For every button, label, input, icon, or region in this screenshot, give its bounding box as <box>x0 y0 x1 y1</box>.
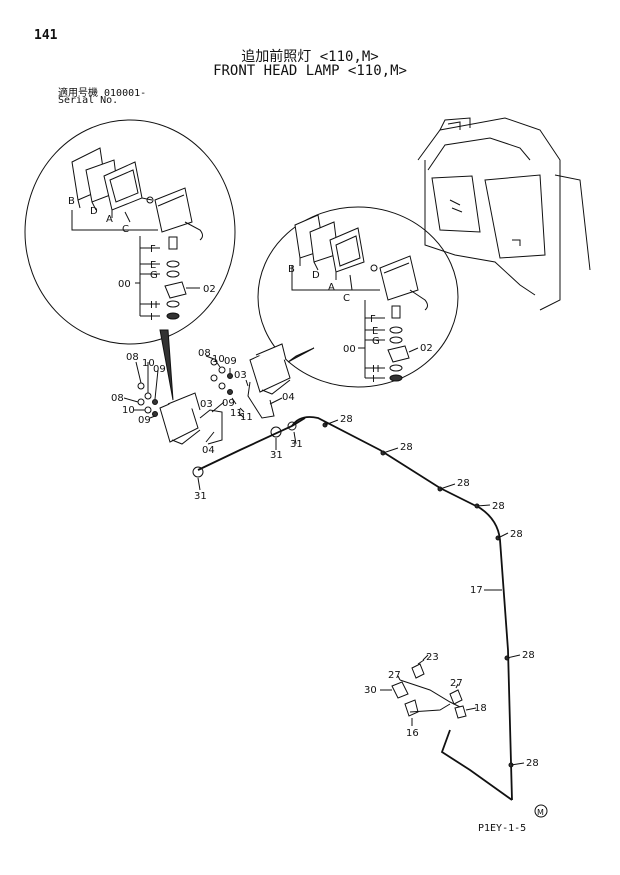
detail-left-label-i: I <box>150 312 153 323</box>
detail-left-label-02: 02 <box>203 284 216 295</box>
callout-right-31b: 31 <box>290 439 303 450</box>
variant-marker: M <box>534 804 548 818</box>
callout-23: 23 <box>426 652 439 663</box>
detail-right-label-g: G <box>372 336 380 347</box>
detail-right-label-h: H <box>372 364 380 375</box>
detail-bubble-left: B D A C F E G 00 02 H I <box>24 119 236 401</box>
callout-right-03: 03 <box>234 370 247 381</box>
callout-right-10: 10 <box>212 354 225 365</box>
callout-28-c: 28 <box>457 478 470 489</box>
drawing-code: P1EY-1-5 <box>478 823 527 834</box>
page-title-english: FRONT HEAD LAMP <110,M> <box>213 63 407 79</box>
callout-left-31: 31 <box>194 491 207 502</box>
callout-left-11: 11 <box>240 412 253 423</box>
callout-28-a: 28 <box>340 414 353 425</box>
detail-left-label-00: 00 <box>118 279 131 290</box>
callout-left-03: 03 <box>200 399 213 410</box>
wiring-harness: 28 28 28 28 28 28 28 17 <box>197 414 539 801</box>
detail-right-label-b: B <box>288 264 295 275</box>
callout-left-10b: 10 <box>122 405 135 416</box>
page-number: 141 <box>34 28 58 43</box>
detail-right-label-02: 02 <box>420 343 433 354</box>
detail-right-label-i: I <box>372 374 375 385</box>
callout-28-d: 28 <box>492 501 505 512</box>
detail-right-label-e: E <box>372 326 378 337</box>
detail-left-label-a: A <box>106 214 113 225</box>
variant-marker-letter: M <box>537 808 544 817</box>
switch-connector-area: 23 27 30 27 18 16 <box>364 652 487 739</box>
callout-27a: 27 <box>388 670 401 681</box>
cab-illustration <box>417 117 591 311</box>
detail-bubble-right: B D A C F E G 00 02 H I <box>257 206 459 388</box>
callout-left-04: 04 <box>202 445 215 456</box>
callout-right-31a: 31 <box>270 450 283 461</box>
page-title-japanese: 追加前照灯 <110,M> <box>241 49 379 65</box>
detail-left-label-f: F <box>150 244 156 255</box>
detail-left-label-d: D <box>90 206 98 217</box>
detail-left-label-g: G <box>150 270 158 281</box>
detail-right-label-d: D <box>312 270 320 281</box>
detail-right-label-a: A <box>328 282 335 293</box>
detail-right-label-f: F <box>370 314 376 325</box>
callout-17: 17 <box>470 585 483 596</box>
callout-left-10a: 10 <box>142 358 155 369</box>
callout-28-b: 28 <box>400 442 413 453</box>
callout-left-09b: 09 <box>138 415 151 426</box>
detail-left-label-b: B <box>68 196 75 207</box>
detail-left-label-h: H <box>150 300 158 311</box>
detail-left-label-c: C <box>122 224 129 235</box>
detail-right-label-00: 00 <box>343 344 356 355</box>
callout-28-g: 28 <box>526 758 539 769</box>
serial-label-english: Serial No. <box>58 95 119 106</box>
callout-right-08: 08 <box>198 348 211 359</box>
callout-16: 16 <box>406 728 419 739</box>
callout-30: 30 <box>364 685 377 696</box>
callout-27b: 27 <box>450 678 463 689</box>
callout-left-09a: 09 <box>153 364 166 375</box>
callout-right-09: 09 <box>224 356 237 367</box>
callout-18: 18 <box>474 703 487 714</box>
callout-28-e: 28 <box>510 529 523 540</box>
right-lamp-assembly: 08 10 09 03 09 11 04 31 31 <box>198 343 303 461</box>
callout-right-09b: 09 <box>222 398 235 409</box>
callout-right-11: 11 <box>230 408 243 419</box>
callout-right-04: 04 <box>282 392 295 403</box>
detail-left-label-e: E <box>150 260 156 271</box>
callout-left-08a: 08 <box>126 352 139 363</box>
callout-28-f: 28 <box>522 650 535 661</box>
serial-label-japanese: 適用号機 010001- <box>58 88 147 99</box>
left-lamp-assembly: 08 10 09 08 10 09 03 04 11 31 <box>111 352 253 502</box>
detail-right-label-c: C <box>343 293 350 304</box>
callout-left-08b: 08 <box>111 393 124 404</box>
